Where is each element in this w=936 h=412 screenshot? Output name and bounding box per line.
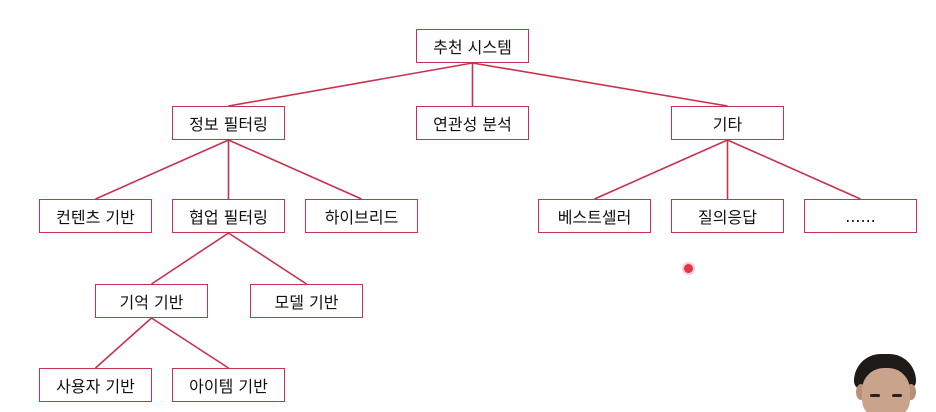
- node-hybrid: 하이브리드: [305, 199, 418, 233]
- node-user-based: 사용자 기반: [39, 368, 152, 402]
- node-info-filtering: 정보 필터링: [172, 106, 285, 140]
- edge-memory_based-user_based: [96, 318, 152, 368]
- edge-collab_filtering-memory_based: [152, 233, 229, 284]
- edge-collab_filtering-model_based: [229, 233, 307, 284]
- edge-info_filtering-content_based: [96, 140, 229, 199]
- presenter-webcam-thumbnail: [846, 350, 926, 412]
- edge-etc-more: [728, 140, 861, 199]
- edge-etc-bestseller: [595, 140, 728, 199]
- node-collab-filtering: 협업 필터링: [172, 199, 285, 233]
- edge-memory_based-item_based: [152, 318, 229, 368]
- laser-pointer-dot: [684, 264, 693, 273]
- node-etc: 기타: [671, 106, 784, 140]
- edge-info_filtering-hybrid: [229, 140, 362, 199]
- edge-root-info_filtering: [229, 63, 473, 106]
- node-memory-based: 기억 기반: [95, 284, 208, 318]
- presenter-eye-right: [892, 394, 902, 397]
- node-model-based: 모델 기반: [250, 284, 363, 318]
- node-root: 추천 시스템: [416, 29, 529, 63]
- node-content-based: 컨텐츠 기반: [39, 199, 152, 233]
- node-association: 연관성 분석: [416, 106, 529, 140]
- node-bestseller: 베스트셀러: [538, 199, 651, 233]
- presenter-face: [862, 368, 910, 412]
- edge-root-etc: [473, 63, 728, 106]
- presenter-eye-left: [870, 394, 880, 397]
- node-qa: 질의응답: [671, 199, 784, 233]
- node-item-based: 아이템 기반: [172, 368, 285, 402]
- node-more: ......: [804, 199, 917, 233]
